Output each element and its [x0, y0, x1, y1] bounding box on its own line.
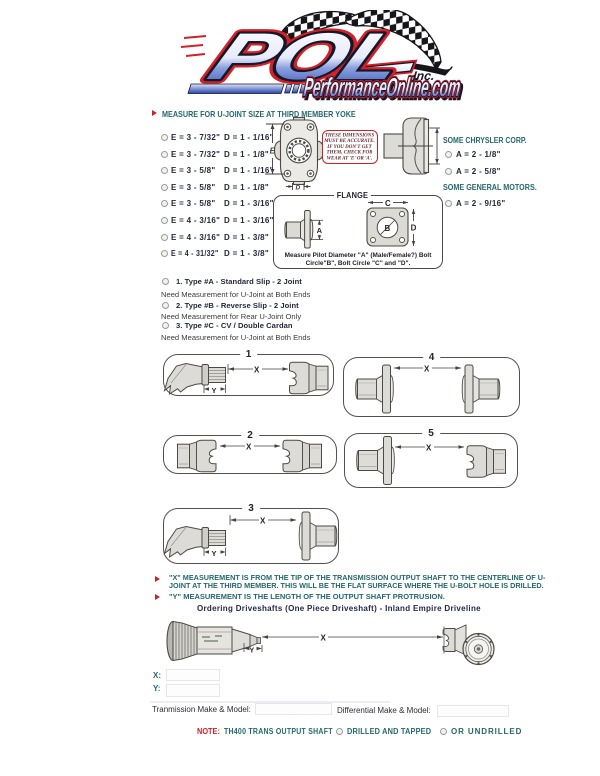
svg-text:Inc.: Inc. — [412, 69, 435, 83]
svg-text:X: X — [246, 443, 252, 452]
svg-text:B: B — [385, 224, 391, 233]
svg-text:D: D — [296, 185, 301, 192]
svg-text:PerformanceOnline.com: PerformanceOnline.com — [304, 76, 464, 105]
svg-text:PerformanceOnline.com: PerformanceOnline.com — [302, 74, 462, 103]
svg-text:C: C — [385, 200, 391, 208]
svg-text:A: A — [317, 226, 323, 235]
svg-text:E: E — [270, 147, 276, 156]
svg-text:PerformanceOnline.com: PerformanceOnline.com — [302, 74, 462, 103]
svg-text:Y: Y — [250, 648, 255, 655]
svg-text:X: X — [321, 634, 327, 643]
svg-text:X: X — [254, 366, 260, 375]
svg-text:POL: POL — [198, 19, 416, 93]
svg-text:X: X — [424, 365, 430, 374]
svg-text:X: X — [426, 444, 432, 453]
svg-text:POL: POL — [198, 19, 416, 93]
svg-text:X: X — [260, 517, 266, 526]
svg-text:D: D — [411, 224, 417, 233]
